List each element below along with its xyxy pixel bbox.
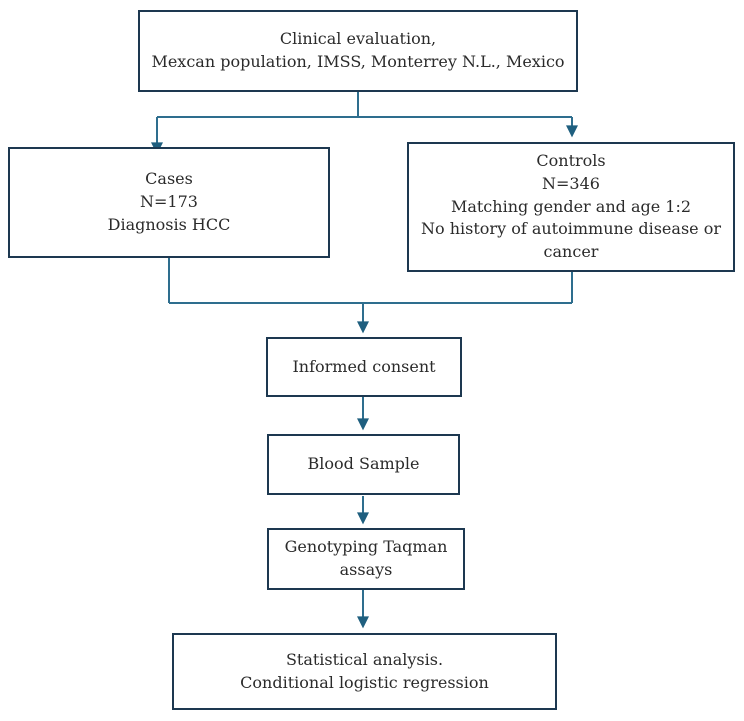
node-text-line: Genotyping Taqman assays <box>284 537 448 579</box>
node-informed-consent: Informed consent <box>266 337 462 397</box>
node-statistical-analysis: Statistical analysis. Conditional logist… <box>172 633 557 710</box>
node-text-line: Blood Sample <box>307 454 420 474</box>
node-blood-sample: Blood Sample <box>267 434 460 495</box>
node-text-line: Matching gender and age 1:2 <box>450 196 692 216</box>
node-text-line: N=346 <box>542 173 600 193</box>
node-text-line: Diagnosis HCC <box>107 214 231 234</box>
node-text-line: Cases <box>145 169 193 189</box>
node-cases: Cases N=173 Diagnosis HCC <box>8 147 330 258</box>
node-text-line: Informed consent <box>292 356 436 376</box>
node-controls: Controls N=346 Matching gender and age 1… <box>407 142 735 272</box>
node-text-line: Conditional logistic regression <box>240 672 489 692</box>
node-text-line: Controls <box>536 151 606 171</box>
node-text-line: No history of autoimmune disease or canc… <box>421 219 721 262</box>
node-text-line: N=173 <box>140 192 198 212</box>
node-genotyping-taqman-assays: Genotyping Taqman assays <box>267 528 465 590</box>
node-clinical-evaluation: Clinical evaluation, Mexcan population, … <box>138 10 578 92</box>
node-text-line: Statistical analysis. <box>285 649 444 669</box>
node-text-line: Clinical evaluation, <box>279 29 437 49</box>
node-text-line: Mexcan population, IMSS, Monterrey N.L.,… <box>151 52 565 71</box>
